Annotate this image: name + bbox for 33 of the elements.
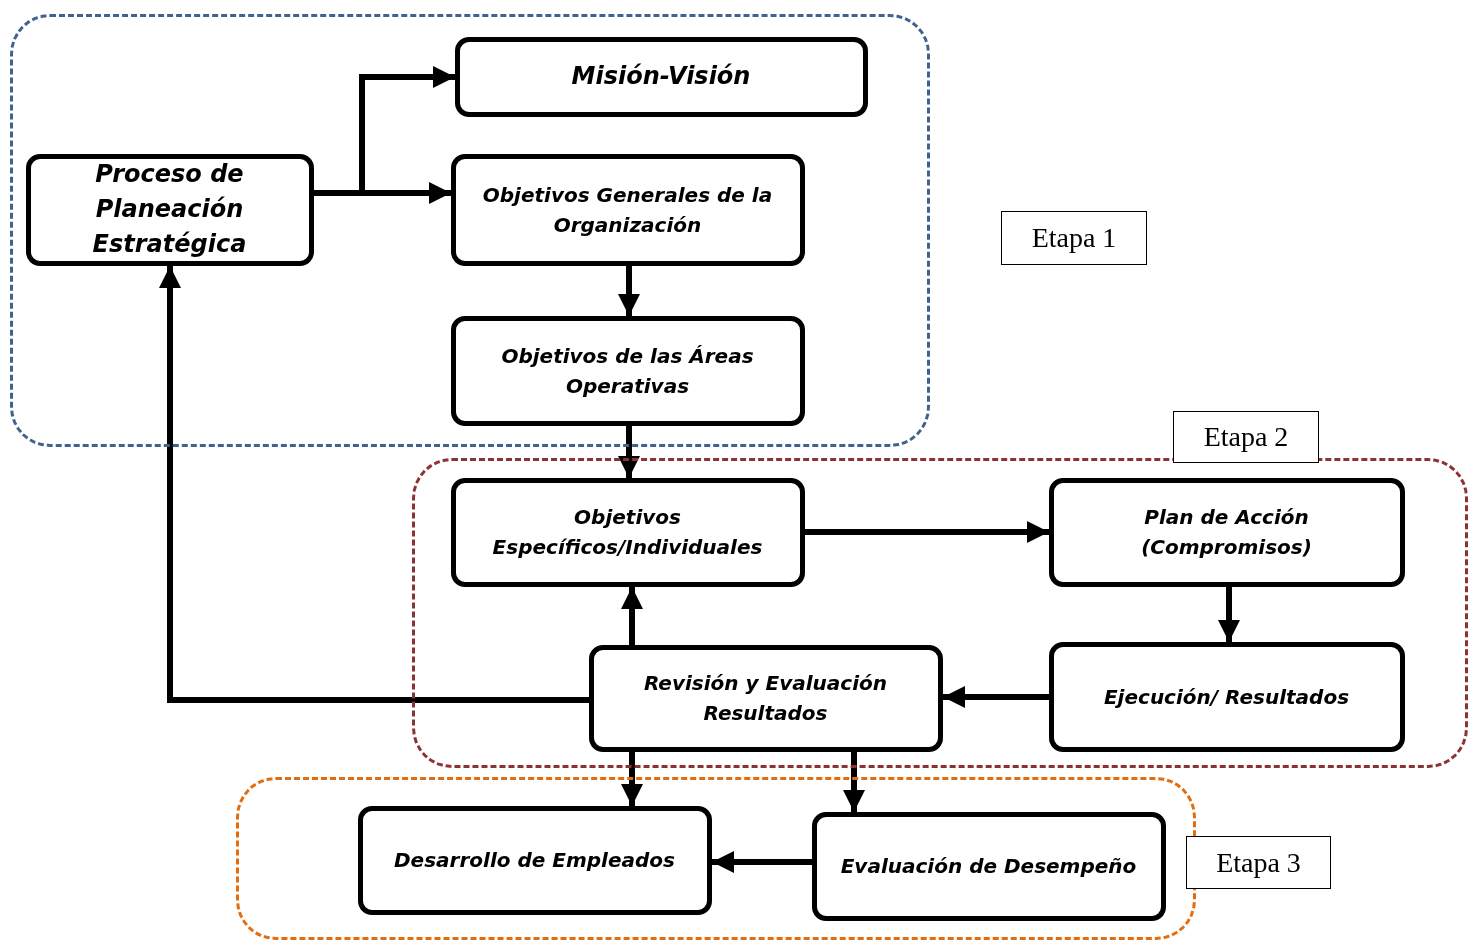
process-box: [357, 805, 712, 915]
arrow: [621, 587, 643, 645]
arrow: [843, 752, 865, 812]
box-label: Ejecución/ Resultados: [1102, 683, 1351, 711]
stage-label: Etapa 1: [1001, 211, 1147, 265]
arrow: [1218, 587, 1240, 642]
box-label: Desarrollo de Empleados: [393, 847, 676, 874]
box-label: Revisión y Evaluación Resultados: [642, 670, 888, 727]
process-box: [588, 644, 943, 752]
arrow: [159, 266, 589, 703]
stage-label: Etapa 3: [1186, 836, 1331, 889]
process-box: [1048, 477, 1405, 587]
box-label: Objetivos Generales de la Organización: [481, 181, 774, 239]
box-label: Objetivos de las Áreas Operativas: [500, 342, 755, 400]
box-label: Misión-Visión: [570, 61, 752, 93]
process-box: [450, 315, 805, 426]
process-box: [1048, 641, 1405, 752]
process-box: [25, 153, 314, 266]
arrow: [805, 521, 1049, 543]
process-box: [454, 36, 868, 117]
box-label: Evaluación de Desempeño: [839, 853, 1138, 880]
box-label: Objetivos Específicos/Individuales: [491, 504, 764, 561]
process-box: [450, 153, 805, 266]
arrow: [943, 686, 1049, 708]
arrow: [621, 752, 643, 806]
arrow: [618, 426, 640, 478]
process-box: [450, 477, 805, 587]
arrow: [712, 851, 812, 873]
arrow: [618, 266, 640, 316]
box-label: Proceso de Planeación Estratégica: [91, 159, 248, 260]
box-label: Plan de Acción (Compromisos): [1140, 504, 1313, 561]
stage-label: Etapa 2: [1173, 411, 1319, 463]
process-box: [811, 811, 1166, 921]
